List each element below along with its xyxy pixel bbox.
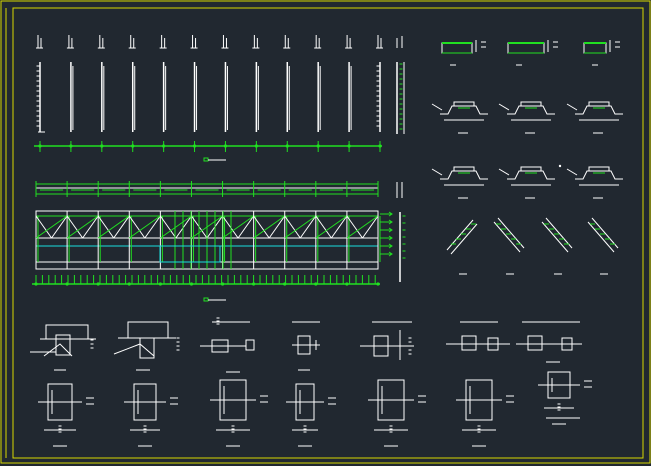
detail-thumbnails <box>441 40 620 66</box>
truss-diagonal <box>128 215 146 239</box>
bottom-grid-node <box>314 282 318 286</box>
annotation-arrow <box>388 219 393 225</box>
bottom-grid-node <box>127 282 131 286</box>
bottom-grid-node <box>189 282 194 286</box>
truss-diagonal <box>159 215 177 239</box>
truss-diagonal <box>315 215 332 239</box>
node-plate <box>453 166 475 172</box>
dense-panel <box>159 245 221 263</box>
annotation-arrow <box>388 211 393 217</box>
truss-diagonal <box>175 215 192 239</box>
truss-diagonal <box>253 215 270 239</box>
annotation-arrow <box>388 243 393 249</box>
stair-stringer <box>591 217 619 249</box>
truss-diagonal <box>284 215 301 239</box>
node-sections <box>431 101 623 199</box>
node-plate <box>588 166 610 172</box>
bottom-grid-node <box>345 282 349 286</box>
truss-diagonal <box>160 215 192 239</box>
connection-column <box>55 334 71 356</box>
truss-diagonal <box>222 215 254 239</box>
node-plate <box>588 101 610 107</box>
annotation-arrow <box>388 227 393 233</box>
connection-details <box>30 317 582 373</box>
truss-diagonal <box>97 215 115 239</box>
node-leader <box>498 103 510 111</box>
connection-brace <box>113 343 155 357</box>
bottom-grid-node <box>65 282 69 286</box>
bottom-grid-node <box>34 282 38 286</box>
node-leader <box>431 103 443 111</box>
stair-stringer <box>493 221 521 253</box>
truss-diagonal <box>66 215 84 239</box>
truss-diagonal <box>144 215 161 239</box>
node-marker <box>558 164 562 168</box>
bottom-grid-node <box>220 282 225 286</box>
truss-diagonal <box>113 215 130 239</box>
truss-diagonal <box>82 215 99 239</box>
stair-stringer <box>541 221 569 253</box>
bottom-grid-node <box>283 282 287 286</box>
truss-diagonal <box>299 215 317 239</box>
connection-bolt-block <box>245 339 255 351</box>
truss-diagonal <box>346 215 363 239</box>
stair-stringer <box>450 223 478 255</box>
connection-bolt-block <box>561 337 573 351</box>
annotation-arrow <box>388 235 393 241</box>
connection-plate <box>527 335 543 351</box>
stair-stringer <box>587 221 615 253</box>
node-leader <box>498 168 510 176</box>
connection-brace <box>43 343 73 357</box>
connection-bolt-block <box>487 337 499 351</box>
annotation-arrow <box>388 251 393 257</box>
truss-diagonal <box>237 215 255 239</box>
truss-diagonal <box>268 215 286 239</box>
truss-diagonal <box>253 215 286 239</box>
node-leader <box>566 168 578 176</box>
truss-diagonal <box>35 215 52 239</box>
truss-diagonal <box>35 215 68 239</box>
truss-diagonal <box>330 215 348 239</box>
truss-diagonal <box>284 215 317 239</box>
node-plate <box>453 101 475 107</box>
bottom-grid-node <box>376 282 380 286</box>
connection-column <box>139 337 155 359</box>
truss-diagonal <box>315 215 348 239</box>
truss-diagonal <box>97 215 130 239</box>
truss-diagonal <box>51 215 68 239</box>
truss-diagonal <box>362 215 379 239</box>
node-leader <box>566 103 578 111</box>
bottom-grid-node <box>96 282 100 286</box>
node-plate <box>520 101 542 107</box>
connection-plate <box>461 335 477 351</box>
stair-stringer <box>446 219 474 251</box>
truss-diagonal <box>128 215 161 239</box>
section-details <box>38 371 592 447</box>
node-plate <box>520 166 542 172</box>
stair-details <box>446 217 619 275</box>
inner-frame <box>12 7 644 459</box>
truss-diagonal <box>66 215 99 239</box>
second-elevation-view <box>32 181 406 302</box>
truss-diagonal <box>222 215 239 239</box>
stair-stringer <box>545 217 573 249</box>
bottom-grid-node <box>158 282 162 286</box>
node-leader <box>431 168 443 176</box>
top-elevation-view <box>34 35 405 162</box>
truss-diagonal <box>346 215 379 239</box>
bottom-grid-node <box>252 282 256 286</box>
stair-stringer <box>497 217 525 249</box>
